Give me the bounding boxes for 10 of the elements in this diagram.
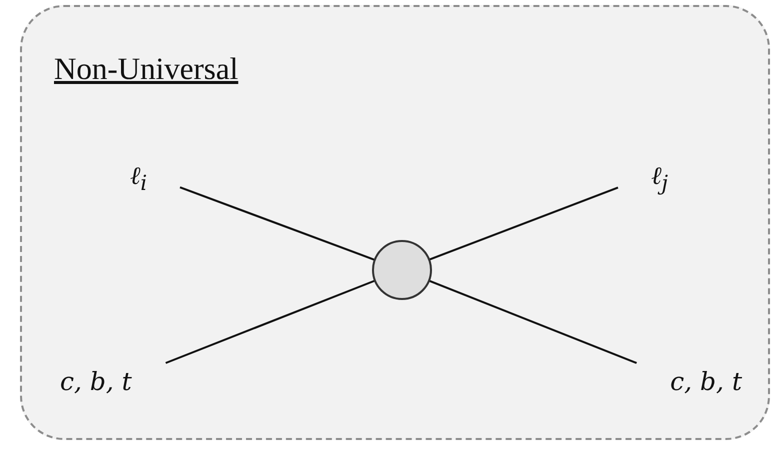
- propagator-line: [165, 280, 376, 364]
- propagator-line: [428, 280, 637, 364]
- particle-label: ℓ$_{i}$: [130, 161, 148, 195]
- propagator-line: [180, 186, 376, 261]
- particle-label: c, b, t: [670, 366, 742, 396]
- panel-heading: Non-Universal: [54, 51, 238, 87]
- dashed-panel: [20, 5, 770, 440]
- propagator-line: [428, 186, 618, 261]
- particle-label: ℓ$_{j}$: [651, 161, 668, 195]
- particle-label: c, b, t: [60, 366, 132, 396]
